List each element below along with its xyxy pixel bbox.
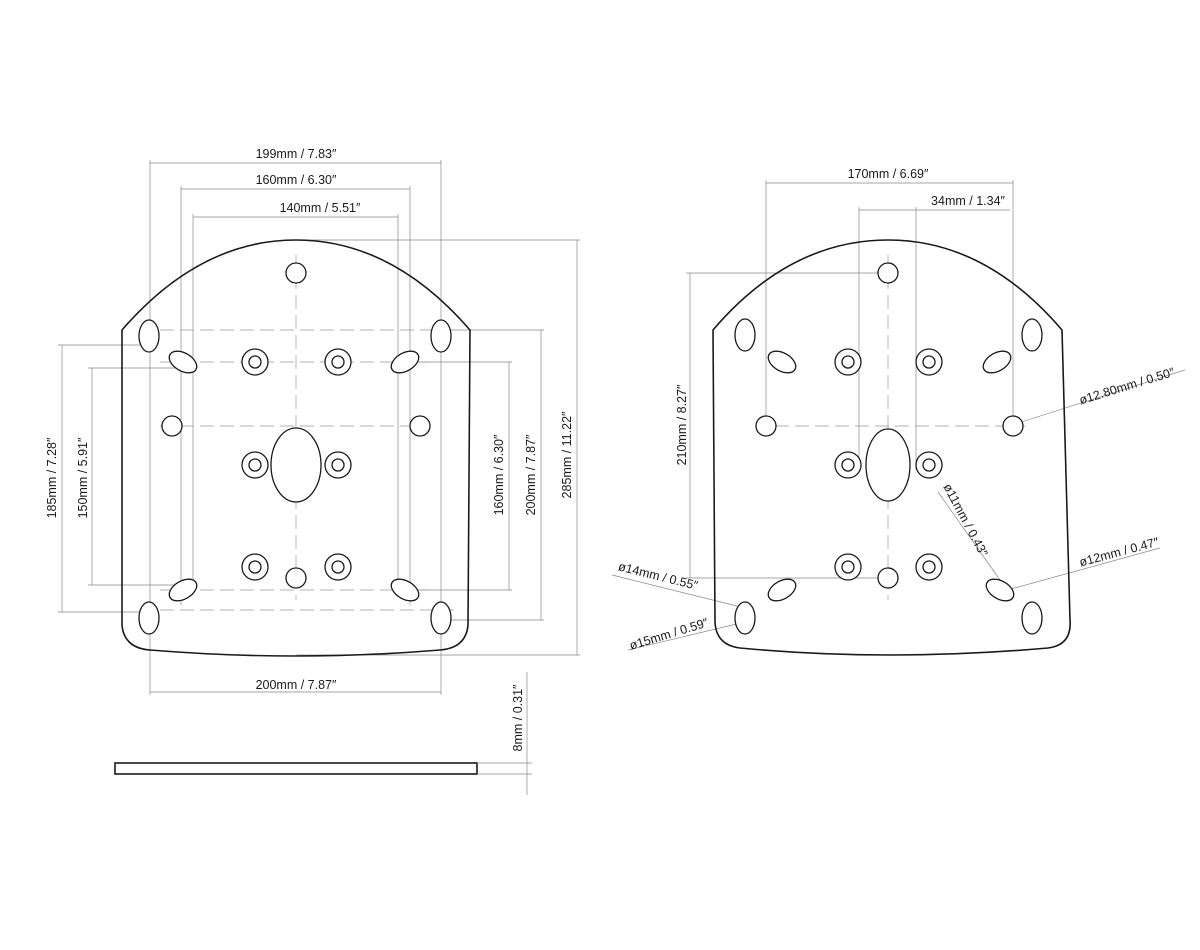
dim-hole-14: ø14mm / 0.55″ <box>617 559 700 592</box>
rear-dimension-lines <box>611 180 1186 651</box>
dim-height-150: 150mm / 5.91″ <box>76 437 90 518</box>
dim-width-140: 140mm / 5.51″ <box>280 201 361 215</box>
rear-plate-outline <box>712 239 1071 656</box>
front-view: 199mm / 7.83″ 160mm / 6.30″ 140mm / 5.51… <box>45 147 580 695</box>
dim-hole-15: ø15mm / 0.59″ <box>628 615 711 652</box>
rear-view: 170mm / 6.69″ 34mm / 1.34″ 210mm / 8.27″… <box>611 167 1186 656</box>
dim-height-160: 160mm / 6.30″ <box>492 434 506 515</box>
dim-height-200: 200mm / 7.87″ <box>524 434 538 515</box>
side-plate-outline <box>114 762 478 775</box>
front-plate-outline <box>121 239 471 657</box>
dim-hole-12: ø12mm / 0.47″ <box>1078 535 1161 570</box>
dim-hole-12-80: ø12.80mm / 0.50″ <box>1077 365 1176 407</box>
dim-thickness: 8mm / 0.31″ <box>511 684 525 752</box>
dim-hole-11: ø11mm / 0.43″ <box>940 481 990 559</box>
dim-width-34: 34mm / 1.34″ <box>931 194 1005 208</box>
side-view: 8mm / 0.31″ <box>114 672 532 795</box>
dim-width-160: 160mm / 6.30″ <box>256 173 337 187</box>
dim-bottom-width-200: 200mm / 7.87″ <box>256 678 337 692</box>
front-holes <box>138 262 452 635</box>
dim-width-199: 199mm / 7.83″ <box>256 147 337 161</box>
dim-height-185: 185mm / 7.28″ <box>45 437 59 518</box>
dim-height-285: 285mm / 11.22″ <box>560 411 574 498</box>
front-dimension-lines <box>58 160 580 695</box>
dim-height-210: 210mm / 8.27″ <box>675 384 689 465</box>
rear-holes <box>734 262 1043 635</box>
dim-width-170: 170mm / 6.69″ <box>848 167 929 181</box>
